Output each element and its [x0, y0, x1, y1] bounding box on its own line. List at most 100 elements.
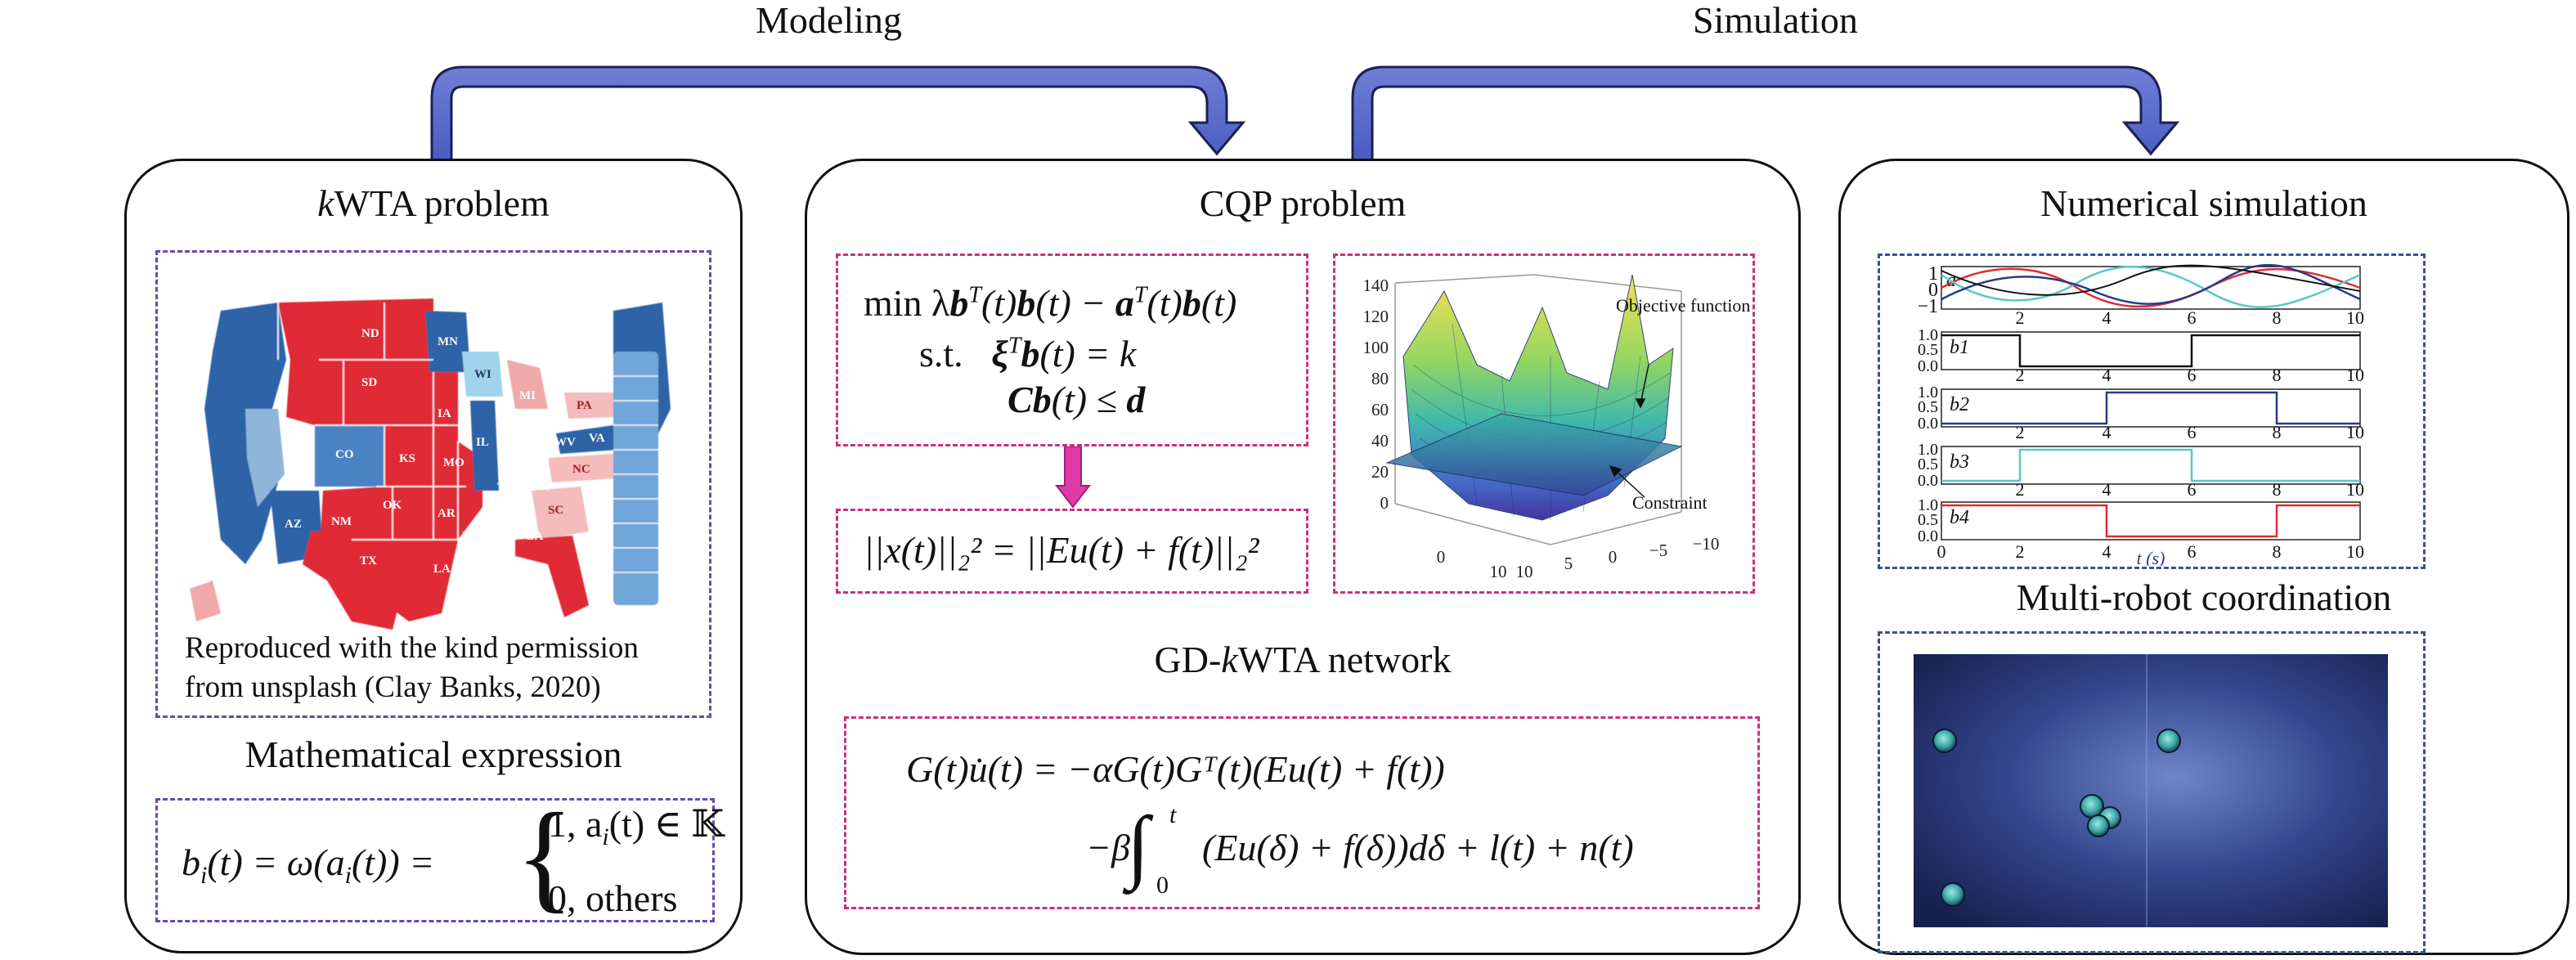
b2-xtick-8: 8	[2273, 422, 2282, 442]
cqp-T2: T	[1133, 282, 1147, 308]
a-xtick-2: 2	[2016, 307, 2025, 328]
math-expression-box	[155, 798, 715, 922]
integral-lower: 0	[1156, 872, 1169, 899]
cqp-t2: (t) −	[1035, 282, 1115, 324]
simulation-arrow	[1351, 65, 2180, 162]
state-mn: MN	[438, 335, 458, 348]
simulation-label: Simulation	[1693, 0, 1858, 41]
state-labels: ND MN SD WI MI IA CO KS MO IL IN OH PA N…	[285, 327, 605, 576]
network-title-k: k	[1221, 639, 1238, 680]
a-xtick-8: 8	[2273, 307, 2282, 328]
eq-mid-end: (t)) =	[351, 841, 435, 883]
b4-xtick-4: 4	[2103, 541, 2112, 562]
title-rest: WTA problem	[334, 182, 550, 224]
map-caption-line1: Reproduced with the kind permission	[185, 631, 639, 665]
case-1: 1, ai(t) ∈ 𝕂	[548, 801, 724, 851]
state-al: AL	[495, 530, 512, 543]
cqp-t4: (t)	[1200, 282, 1237, 324]
z-tick-100: 100	[1363, 338, 1389, 357]
state-mi: MI	[519, 389, 536, 402]
network-equation-line2-beta: −β	[1086, 827, 1130, 868]
z-tick-0: 0	[1380, 493, 1389, 513]
z-tick-120: 120	[1363, 307, 1389, 326]
cqp-constraint-2: Cb(t) ≤ d	[1008, 378, 1145, 421]
map-box	[155, 250, 711, 718]
simulation-plots: 1 0 −1 a 2 4 6 8 10 1.0 0.5 0.0 b1 2 4 6…	[1917, 263, 2364, 566]
b3-ytick-05: 0.5	[1918, 455, 1938, 473]
z-tick-40: 40	[1371, 431, 1389, 451]
cqp-leq: (t) ≤	[1051, 379, 1127, 420]
b1-ytick-0: 0.0	[1918, 357, 1938, 375]
west-coast-blue	[204, 303, 286, 564]
multi-robot-title: Multi-robot coordination	[2016, 576, 2392, 618]
b4-xtick-10: 10	[2346, 541, 2364, 562]
nevada	[245, 409, 285, 507]
b4-ytick-05: 0.5	[1918, 511, 1938, 529]
z-tick-20: 20	[1371, 462, 1389, 482]
state-tx: TX	[360, 554, 377, 567]
illinois	[470, 401, 499, 491]
b3-xtick-4: 4	[2103, 479, 2112, 500]
y-tick-5: 5	[1564, 554, 1573, 573]
flow-arrows	[430, 65, 2180, 162]
north-carolina	[548, 454, 617, 482]
minnesota	[425, 311, 470, 372]
cqp-T3: T	[1008, 333, 1021, 359]
constraint-plane	[1385, 413, 1683, 496]
cqp-min-lambda: min λ	[864, 282, 950, 324]
colorado	[315, 425, 384, 487]
b1-xtick-4: 4	[2103, 365, 2112, 385]
simulation-plot-box	[1878, 253, 2426, 569]
b1-ytick-1: 1.0	[1918, 326, 1938, 344]
cqp-b3: b	[1182, 282, 1201, 324]
state-nd: ND	[361, 327, 379, 340]
math-expression-title: Mathematical expression	[245, 733, 622, 775]
b4-xtick-6: 6	[2188, 541, 2197, 562]
network-title: GD-kWTA network	[805, 638, 1801, 681]
virginia	[556, 425, 617, 454]
z-tick-60: 60	[1371, 400, 1389, 419]
robot-6	[1941, 882, 1965, 907]
b1-xtick-10: 10	[2346, 365, 2364, 385]
b2-xtick-10: 10	[2346, 422, 2364, 442]
state-nc: NC	[572, 463, 590, 476]
legend-strip	[613, 352, 658, 605]
b1-ytick-05: 0.5	[1918, 341, 1938, 359]
state-ia: IA	[438, 407, 451, 420]
network-equation-line2: (Eu(δ) + f(δ))dδ + l(t) + n(t)	[1202, 827, 1634, 868]
b3-xtick-6: 6	[2188, 479, 2197, 500]
a-ytick-0: 0	[1928, 280, 1938, 301]
state-ky: KY	[515, 452, 534, 465]
cqp-objective: min λbT(t)b(t) − aT(t)b(t)	[864, 281, 1236, 325]
state-va: VA	[589, 432, 605, 445]
case-2: 0, others	[548, 877, 678, 919]
b3-xtick-10: 10	[2346, 479, 2364, 500]
b1-label: b1	[1950, 337, 1969, 358]
state-ar: AR	[438, 507, 456, 520]
state-ok: OK	[383, 499, 402, 512]
numerical-simulation-title: Numerical simulation	[2040, 182, 2367, 224]
state-wi: WI	[474, 368, 491, 381]
multi-robot-photo	[1914, 654, 2388, 927]
y-tick-0: 0	[1609, 547, 1618, 567]
cqp-t1: (t)	[981, 282, 1017, 324]
b2-label: b2	[1950, 394, 1969, 415]
modeling-label: Modeling	[756, 0, 902, 41]
state-sc: SC	[548, 504, 563, 517]
x-tick-0: 0	[1437, 547, 1446, 567]
state-il: IL	[476, 436, 489, 449]
cqp-st: s.t.	[919, 333, 963, 375]
eq-mid: (t) = ω(a	[207, 841, 345, 883]
integral-sign: ∫	[1127, 800, 1150, 890]
a-ytick-m1: −1	[1917, 296, 1938, 317]
network-title-b: WTA network	[1237, 639, 1452, 680]
b3-xtick-2: 2	[2016, 479, 2025, 500]
state-ms: MS	[462, 530, 481, 543]
b3-ytick-0: 0.0	[1918, 472, 1938, 490]
robot-photo-box	[1878, 631, 2426, 953]
surface-plot: 140 120 100 80 60 40 20 0 Objective func…	[1363, 274, 1750, 581]
b3-xtick-8: 8	[2273, 479, 2282, 500]
b1-xtick-2: 2	[2016, 365, 2025, 385]
georgia-sc	[532, 487, 589, 540]
cqp-C: C	[1008, 379, 1033, 420]
